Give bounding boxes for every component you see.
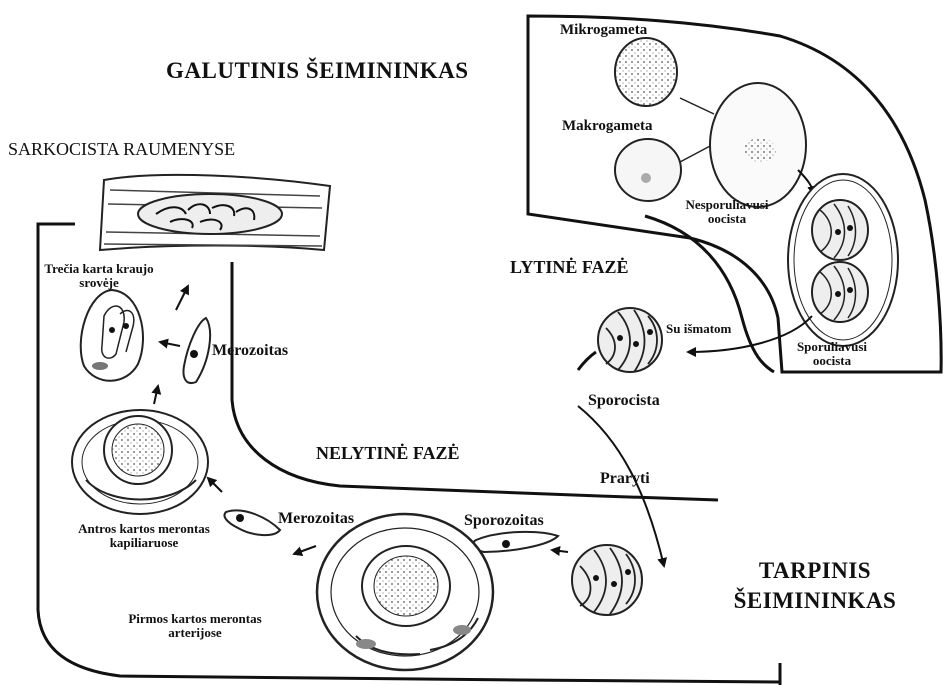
macrogamete-cell: [615, 139, 681, 201]
asexual-phase-label: NELYTINĖ FAZĖ: [316, 444, 460, 464]
sporocyst: [598, 308, 662, 372]
ingested-sporocyst: [572, 545, 642, 615]
sporocyst-curve: [578, 352, 596, 370]
first-generation-meront: [317, 514, 493, 670]
sexual-phase-divider: [645, 216, 774, 372]
third-gen-line2: srovėje: [36, 276, 162, 290]
sporocyst-label: Sporocista: [588, 392, 660, 410]
intermediate-host-title: TARPINIS ŠEIMININKAS: [700, 556, 930, 616]
second-gen-line1: Antros kartos merontas: [56, 522, 232, 536]
intermediate-host-line1: TARPINIS: [700, 556, 930, 586]
third-generation-cell: [81, 290, 143, 381]
merozoite-bottom-cell: [225, 510, 281, 535]
unsporulated-oocyst-label: Nesporuliavusi oocista: [672, 198, 782, 227]
unsporulated-line2: oocista: [672, 212, 782, 226]
first-gen-line2: arterijose: [100, 626, 290, 640]
sarcocyst-title: SARKOCISTA RAUMENYSE: [8, 140, 235, 160]
asexual-phase-divider: [232, 262, 718, 500]
swallowed-label: Praryti: [600, 470, 650, 488]
sexual-phase-label: LYTINĖ FAZĖ: [510, 258, 629, 278]
sporozoite-cell: [473, 532, 558, 552]
sporulated-oocyst: [788, 174, 898, 346]
sporulated-line2: oocista: [780, 354, 884, 368]
microgamete-label: Mikrogameta: [560, 22, 647, 39]
sporulated-line1: Sporuliavusi: [780, 340, 884, 354]
first-generation-label: Pirmos kartos merontas arterijose: [100, 612, 290, 641]
definitive-host-title: GALUTINIS ŠEIMININKAS: [166, 58, 469, 83]
with-feces-label: Su išmatom: [666, 322, 731, 336]
intermediate-host-line2: ŠEIMININKAS: [700, 586, 930, 616]
merozoite-left-label: Merozoitas: [212, 342, 288, 360]
first-gen-line1: Pirmos kartos merontas: [100, 612, 290, 626]
second-generation-meront: [72, 410, 208, 514]
sporozoite-label: Sporozoitas: [464, 512, 544, 530]
macrogamete-label: Makrogameta: [562, 118, 653, 135]
microgamete-cell: [615, 38, 677, 106]
sarcocyst-in-muscle: [100, 175, 330, 250]
second-generation-label: Antros kartos merontas kapiliaruose: [56, 522, 232, 551]
sporulated-oocyst-label: Sporuliavusi oocista: [780, 340, 884, 369]
unsporulated-line1: Nesporuliavusi: [672, 198, 782, 212]
merozoite-left-cell: [184, 318, 211, 383]
second-gen-line2: kapiliaruose: [56, 536, 232, 550]
third-gen-line1: Trečia karta kraujo: [36, 262, 162, 276]
merozoite-bottom-label: Merozoitas: [278, 510, 354, 528]
third-generation-label: Trečia karta kraujo srovėje: [36, 262, 162, 291]
